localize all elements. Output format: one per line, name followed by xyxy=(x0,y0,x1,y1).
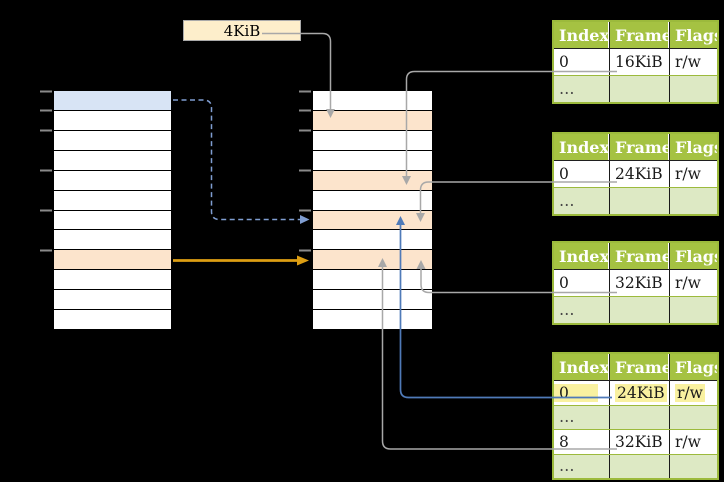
table-row: 8 32KiB r/w xyxy=(554,429,717,454)
cell-flags xyxy=(669,454,717,478)
page-table-24kib: Index Frame Flags 0 24KiB r/w … xyxy=(552,132,719,216)
table-row-ellipsis: … xyxy=(554,404,717,429)
column-header-frame: Frame xyxy=(609,134,669,160)
cell-frame: 32KiB xyxy=(609,430,669,454)
memory-row xyxy=(54,270,171,291)
column-header-index: Index xyxy=(554,134,609,160)
cell-index: … xyxy=(554,76,609,102)
cell-frame: 32KiB xyxy=(609,270,669,296)
column-header-flags: Flags xyxy=(669,354,717,380)
memory-row xyxy=(54,130,171,151)
cell-index: … xyxy=(554,297,609,323)
table-header-row: Index Frame Flags xyxy=(554,243,717,270)
memory-row xyxy=(54,110,171,131)
memory-row xyxy=(313,230,432,251)
memory-row xyxy=(313,150,432,171)
cell-frame xyxy=(609,454,669,478)
page-size-label: 4KiB xyxy=(183,20,301,41)
physical-memory-table xyxy=(312,90,433,330)
memory-row-highlight-orange xyxy=(313,250,432,271)
column-header-flags: Flags xyxy=(669,134,717,160)
cell-flags xyxy=(669,405,717,429)
memory-row xyxy=(313,130,432,151)
page-table-32kib: Index Frame Flags 0 32KiB r/w … xyxy=(552,241,719,325)
memory-row-highlight-orange xyxy=(54,250,171,271)
cell-frame xyxy=(609,76,669,102)
memory-row xyxy=(313,310,432,330)
column-header-frame: Frame xyxy=(609,354,669,380)
table-header-row: Index Frame Flags xyxy=(554,354,717,381)
cell-flags xyxy=(669,76,717,102)
cell-index: … xyxy=(554,188,609,214)
page-table-16kib: Index Frame Flags 0 16KiB r/w … xyxy=(552,20,719,104)
cell-flags: r/w xyxy=(669,430,717,454)
memory-row xyxy=(54,150,171,171)
memory-row xyxy=(313,91,432,111)
cell-index: … xyxy=(554,405,609,429)
cell-index: 0 xyxy=(559,53,569,71)
column-header-frame: Frame xyxy=(609,22,669,48)
table-row-ellipsis: … xyxy=(554,75,717,102)
table-header-row: Index Frame Flags xyxy=(554,134,717,161)
cell-flags xyxy=(669,297,717,323)
table-row-ellipsis: … xyxy=(554,296,717,323)
memory-row-highlight-orange xyxy=(313,170,432,191)
cell-flags xyxy=(669,188,717,214)
cell-frame xyxy=(609,188,669,214)
virtual-memory-table xyxy=(53,90,172,330)
cell-index: 0 xyxy=(554,381,609,405)
cell-index: 8 xyxy=(559,432,569,451)
cell-flags: r/w xyxy=(669,49,717,75)
memory-row-highlight-orange xyxy=(313,210,432,231)
table-header-row: Index Frame Flags xyxy=(554,22,717,49)
memory-row-highlight-orange xyxy=(313,110,432,131)
table-row: 0 32KiB r/w xyxy=(554,270,717,296)
page-table-bottom: Index Frame Flags 0 24KiB r/w … 8 32KiB … xyxy=(552,352,719,480)
highlighted-value: 24KiB xyxy=(615,383,667,402)
table-row: 0 16KiB r/w xyxy=(554,49,717,75)
cell-index: … xyxy=(554,454,609,478)
column-header-index: Index xyxy=(554,22,609,48)
cell-index: 0 xyxy=(559,274,569,292)
column-header-flags: Flags xyxy=(669,22,717,48)
page-size-label-text: 4KiB xyxy=(223,21,261,40)
left-table-ticks xyxy=(40,90,52,252)
column-header-index: Index xyxy=(554,354,609,380)
column-header-index: Index xyxy=(554,243,609,269)
memory-row xyxy=(54,210,171,231)
memory-row xyxy=(54,190,171,211)
cell-flags: r/w xyxy=(669,161,717,187)
memory-row xyxy=(313,290,432,311)
highlighted-value: r/w xyxy=(675,383,705,402)
memory-row xyxy=(313,190,432,211)
cell-flags: r/w xyxy=(669,270,717,296)
cell-flags: r/w xyxy=(669,381,717,405)
cell-frame xyxy=(609,405,669,429)
cell-frame: 24KiB xyxy=(609,161,669,187)
memory-row-highlight-blue xyxy=(54,91,171,111)
memory-row xyxy=(54,310,171,330)
memory-row xyxy=(313,270,432,291)
cell-frame: 24KiB xyxy=(609,381,669,405)
table-row: 0 24KiB r/w xyxy=(554,161,717,187)
column-header-flags: Flags xyxy=(669,243,717,269)
table-row-highlighted: 0 24KiB r/w xyxy=(554,381,717,405)
middle-table-ticks xyxy=(299,90,311,252)
column-header-frame: Frame xyxy=(609,243,669,269)
memory-row xyxy=(54,230,171,251)
cell-frame xyxy=(609,297,669,323)
highlighted-value: 0 xyxy=(554,383,598,402)
table-row-ellipsis: … xyxy=(554,453,717,478)
cell-index: 0 xyxy=(559,165,569,183)
cell-frame: 16KiB xyxy=(609,49,669,75)
memory-row xyxy=(54,170,171,191)
table-row-ellipsis: … xyxy=(554,187,717,214)
arrow-virtual-page-orange xyxy=(173,255,309,266)
memory-row xyxy=(54,290,171,311)
arrow-virtual-page-dashed xyxy=(173,99,310,224)
